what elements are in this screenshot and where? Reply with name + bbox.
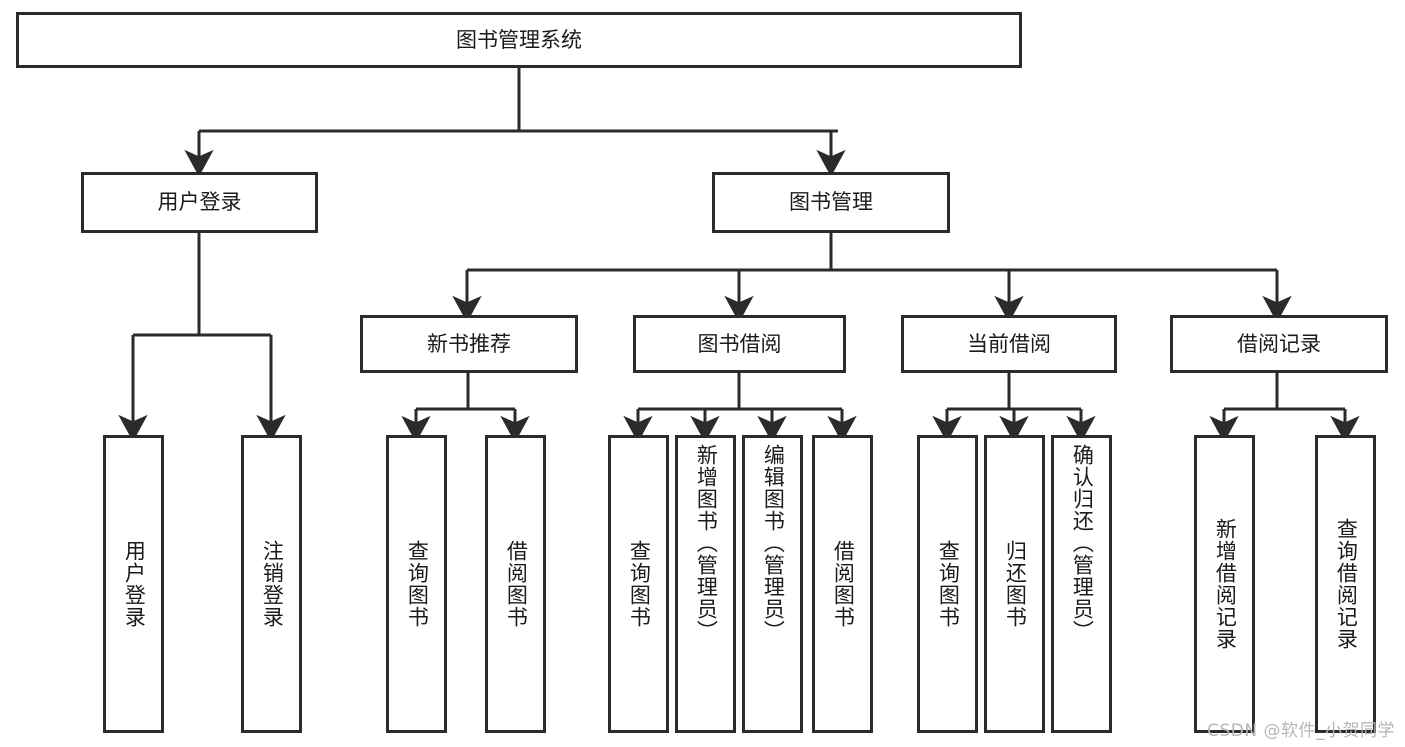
leaf-user-logout[interactable]: 注销登录	[241, 435, 302, 733]
watermark-text: CSDN @软件_小贺同学	[1207, 721, 1395, 741]
leaf-add-book-admin[interactable]: 新增图书（管理员）	[675, 435, 736, 733]
node-label: 查询图书	[627, 540, 652, 628]
node-label: 借阅图书	[831, 540, 856, 628]
node-root-system[interactable]: 图书管理系统	[16, 12, 1022, 68]
leaf-return-book[interactable]: 归还图书	[984, 435, 1045, 733]
leaf-query-book-borrow[interactable]: 查询图书	[608, 435, 669, 733]
node-label: 用户登录	[157, 190, 242, 215]
node-current-borrow[interactable]: 当前借阅	[901, 315, 1117, 373]
node-label: 图书管理	[789, 190, 873, 215]
node-label: 借阅图书	[504, 540, 529, 628]
node-label: 新增图书（管理员）	[694, 444, 719, 642]
leaf-query-borrow-record[interactable]: 查询借阅记录	[1315, 435, 1376, 733]
node-borrow-record[interactable]: 借阅记录	[1170, 315, 1388, 373]
node-label: 用户登录	[122, 540, 147, 628]
node-label: 图书管理系统	[456, 27, 582, 52]
leaf-query-book-recommend[interactable]: 查询图书	[386, 435, 447, 733]
node-label: 新书推荐	[427, 331, 511, 356]
leaf-edit-book-admin[interactable]: 编辑图书（管理员）	[742, 435, 803, 733]
node-label: 确认归还（管理员）	[1070, 444, 1095, 642]
leaf-borrow-book-recommend[interactable]: 借阅图书	[485, 435, 546, 733]
node-label: 借阅记录	[1237, 331, 1321, 356]
node-label: 图书借阅	[697, 331, 782, 356]
leaf-add-borrow-record[interactable]: 新增借阅记录	[1194, 435, 1255, 733]
node-label: 编辑图书（管理员）	[761, 444, 786, 642]
leaf-borrow-book[interactable]: 借阅图书	[812, 435, 873, 733]
leaf-user-login[interactable]: 用户登录	[103, 435, 164, 733]
node-label: 当前借阅	[967, 331, 1051, 356]
node-label: 查询图书	[936, 540, 961, 628]
node-book-management[interactable]: 图书管理	[712, 172, 950, 233]
node-book-borrow[interactable]: 图书借阅	[633, 315, 846, 373]
node-label: 新增借阅记录	[1213, 518, 1238, 650]
node-user-login[interactable]: 用户登录	[81, 172, 318, 233]
node-new-book-recommend[interactable]: 新书推荐	[360, 315, 578, 373]
node-label: 归还图书	[1003, 540, 1028, 628]
node-label: 查询图书	[405, 540, 430, 628]
leaf-confirm-return-admin[interactable]: 确认归还（管理员）	[1051, 435, 1112, 733]
node-label: 查询借阅记录	[1334, 518, 1359, 650]
node-label: 注销登录	[260, 540, 285, 628]
leaf-query-book-current[interactable]: 查询图书	[917, 435, 978, 733]
